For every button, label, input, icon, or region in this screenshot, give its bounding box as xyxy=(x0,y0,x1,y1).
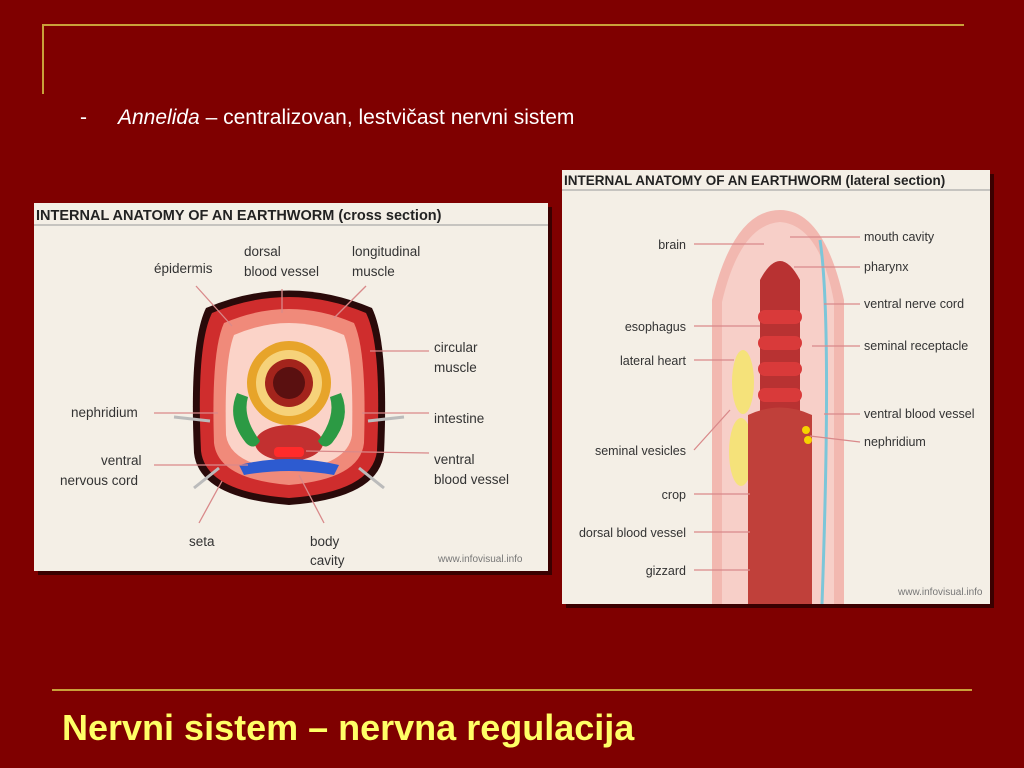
label-brain: brain xyxy=(658,238,686,252)
decorative-line-bottom xyxy=(52,689,972,691)
label-lateral-heart: lateral heart xyxy=(620,354,687,368)
lateral-section-leader-lines xyxy=(693,236,861,571)
slide-title: Nervni sistem – nervna regulacija xyxy=(62,707,635,748)
label-mouth-cavity: mouth cavity xyxy=(864,230,935,244)
label-dorsal-blood-vessel: dorsal blood vessel xyxy=(579,526,686,540)
label-epidermis: épidermis xyxy=(154,261,213,276)
label-ventral-nervous-cord-2: nervous cord xyxy=(60,473,138,488)
label-body-cavity-2: cavity xyxy=(310,553,345,568)
lateral-section-diagram: INTERNAL ANATOMY OF AN EARTHWORM (latera… xyxy=(562,170,990,604)
label-intestine: intestine xyxy=(434,411,484,426)
lateral-section-heading: INTERNAL ANATOMY OF AN EARTHWORM (latera… xyxy=(564,173,945,188)
cross-section-leader-lines xyxy=(154,285,430,524)
label-longitudinal-muscle-1: longitudinal xyxy=(352,244,420,259)
bullet-text: - Annelida – centralizovan, lestvičast ne… xyxy=(80,106,574,130)
label-ventral-nervous-cord-1: ventral xyxy=(101,453,142,468)
label-dorsal-blood-vessel-1: dorsal xyxy=(244,244,281,259)
lateral-section-svg: INTERNAL ANATOMY OF AN EARTHWORM (latera… xyxy=(562,173,990,604)
cross-section-watermark: www.infovisual.info xyxy=(437,554,523,565)
label-esophagus: esophagus xyxy=(625,320,686,334)
cross-section-heading: INTERNAL ANATOMY OF AN EARTHWORM (cross … xyxy=(36,208,442,224)
label-gizzard: gizzard xyxy=(646,564,686,578)
label-pharynx: pharynx xyxy=(864,260,909,274)
cross-section-diagram: INTERNAL ANATOMY OF AN EARTHWORM (cross … xyxy=(34,203,548,571)
label-nephridium: nephridium xyxy=(864,435,926,449)
lateral-section-watermark: www.infovisual.info xyxy=(897,587,983,598)
label-ventral-blood-vessel-1: ventral xyxy=(434,452,475,467)
label-circular-muscle-1: circular xyxy=(434,340,478,355)
label-body-cavity-1: body xyxy=(310,534,340,549)
label-ventral-blood-vessel-2: blood vessel xyxy=(434,472,509,487)
decorative-line-left xyxy=(42,24,44,94)
label-ventral-blood-vessel: ventral blood vessel xyxy=(864,407,974,421)
label-longitudinal-muscle-2: muscle xyxy=(352,264,395,279)
label-seta: seta xyxy=(189,534,215,549)
worm-cross-section-body xyxy=(173,290,405,505)
bullet-dash: - xyxy=(80,106,87,129)
worm-lateral-body xyxy=(712,210,844,604)
bullet-taxon: Annelida xyxy=(118,106,200,129)
label-circular-muscle-2: muscle xyxy=(434,360,477,375)
label-dorsal-blood-vessel-2: blood vessel xyxy=(244,264,319,279)
bullet-description: – centralizovan, lestvičast nervni siste… xyxy=(205,106,575,129)
label-crop: crop xyxy=(662,488,686,502)
label-ventral-nerve-cord: ventral nerve cord xyxy=(864,297,964,311)
decorative-line-top xyxy=(42,24,964,26)
label-nephridium: nephridium xyxy=(71,405,138,420)
cross-section-svg: INTERNAL ANATOMY OF AN EARTHWORM (cross … xyxy=(34,208,548,568)
label-seminal-vesicles: seminal vesicles xyxy=(595,444,686,458)
label-seminal-receptacle: seminal receptacle xyxy=(864,339,968,353)
